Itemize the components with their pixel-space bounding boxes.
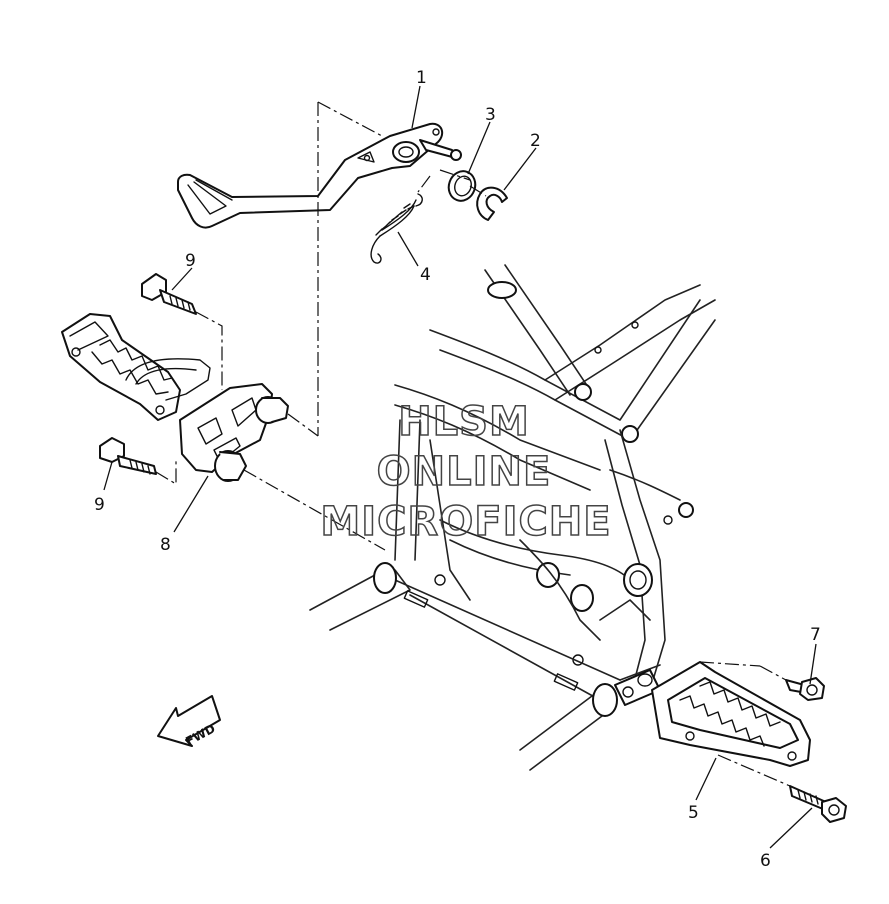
watermark-line-2: ONLINE [377,449,552,495]
callouts: 1 2 3 4 5 6 7 8 9 9 [94,68,821,871]
brake-pedal [177,122,462,229]
callout-2: 2 [530,131,541,151]
callout-5: 5 [688,803,699,823]
callout-9-lower: 9 [94,495,105,515]
leader-lines [103,85,817,849]
callout-1: 1 [416,68,427,88]
bolt-right-lower [789,785,847,823]
watermark-line-1: HLSM [398,399,530,445]
right-footrest [651,661,811,767]
bolt-lower [99,437,157,475]
callout-6: 6 [760,851,771,871]
bolt-right-upper [785,677,825,701]
bolt-upper [141,273,197,315]
left-footrest [61,313,211,421]
footrest-bracket [179,383,289,482]
fwd-arrow-icon: FWD [157,695,221,749]
callout-9-upper: 9 [185,251,196,271]
callout-7: 7 [810,625,821,645]
callout-3: 3 [485,105,496,125]
watermark: HLSM ONLINE MICROFICHE [320,398,612,546]
assembly-lines [155,101,791,787]
watermark-line-3: MICROFICHE [320,499,611,545]
spring [370,193,423,264]
callout-8: 8 [160,535,171,555]
callout-4: 4 [420,265,431,285]
washer [447,170,477,202]
circlip [476,186,508,221]
